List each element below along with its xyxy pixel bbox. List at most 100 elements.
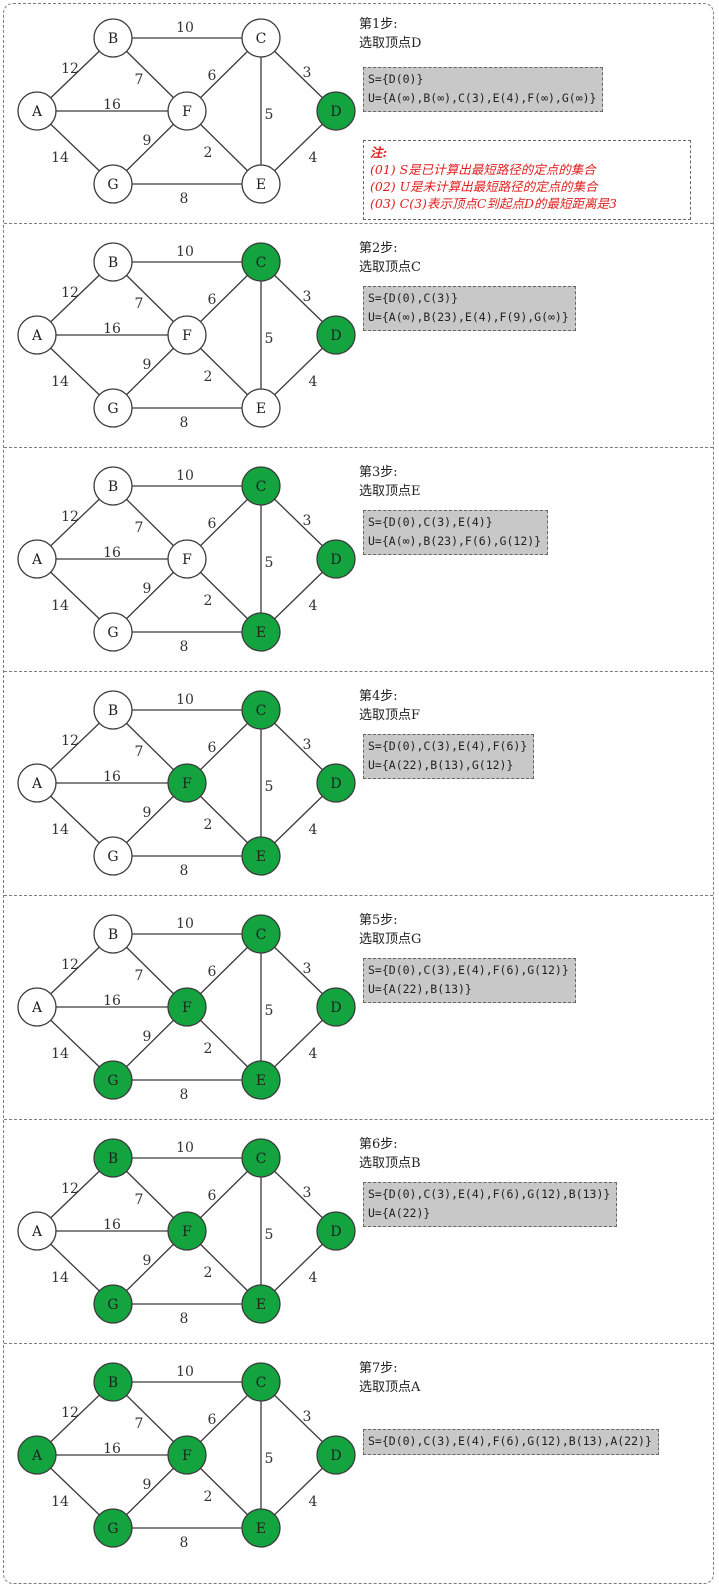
- node-circle-D: [316, 1211, 356, 1251]
- node-B: B: [93, 466, 133, 506]
- node-label-D: D: [330, 1000, 341, 1016]
- step-action: 选取顶点A: [359, 1380, 421, 1395]
- edge-weight-G-E: 8: [180, 1087, 189, 1103]
- edge-weight-B-C: 10: [176, 1364, 194, 1380]
- node-C-selected: C: [241, 466, 281, 506]
- node-circle-E: [241, 1060, 281, 1100]
- node-A: A: [17, 987, 57, 1027]
- node-label-C: C: [256, 31, 267, 47]
- edge-weight-A-B: 12: [61, 509, 79, 525]
- node-circle-C: [241, 466, 281, 506]
- node-label-B: B: [108, 479, 118, 495]
- edge-weight-B-C: 10: [176, 244, 194, 260]
- node-label-C: C: [256, 479, 267, 495]
- edge-weight-A-G: 14: [51, 1270, 69, 1286]
- edge-weight-F-E: 2: [204, 145, 213, 161]
- step-number: 第2步:: [359, 241, 398, 256]
- node-label-G: G: [107, 1073, 118, 1089]
- edge-weight-C-E: 5: [265, 331, 274, 347]
- node-label-B: B: [108, 703, 118, 719]
- node-C: C: [241, 18, 281, 58]
- edge-weight-G-E: 8: [180, 639, 189, 655]
- edge-weight-C-F: 6: [208, 740, 217, 756]
- node-label-D: D: [330, 552, 341, 568]
- edge-weight-A-F: 16: [103, 321, 121, 337]
- figure-frame: [3, 3, 714, 1584]
- edge-weight-B-F: 7: [135, 296, 144, 312]
- node-circle-A: [17, 1435, 57, 1475]
- node-label-G: G: [107, 1297, 118, 1313]
- node-E: E: [241, 164, 281, 204]
- edge-weight-C-F: 6: [208, 292, 217, 308]
- edge-weight-C-D: 3: [303, 1185, 312, 1201]
- node-circle-B: [93, 1362, 133, 1402]
- step-title: 第5步: 选取顶点G: [359, 911, 421, 949]
- node-label-F: F: [182, 552, 192, 568]
- node-circle-A: [17, 1211, 57, 1251]
- edge-weight-B-F: 7: [135, 72, 144, 88]
- edge-weight-C-D: 3: [303, 513, 312, 529]
- edge-weight-A-G: 14: [51, 1046, 69, 1062]
- step-separator: [4, 895, 713, 896]
- s-set: S={D(0),C(3),E(4),F(6)}: [368, 739, 528, 753]
- step-action: 选取顶点D: [359, 36, 422, 51]
- edge-weight-F-E: 2: [204, 817, 213, 833]
- edge-weight-A-B: 12: [61, 285, 79, 301]
- node-circle-E: [241, 388, 281, 428]
- node-circle-G: [93, 164, 133, 204]
- node-circle-G: [93, 836, 133, 876]
- node-B: B: [93, 242, 133, 282]
- edge-weight-F-E: 2: [204, 1489, 213, 1505]
- edge-weight-B-C: 10: [176, 468, 194, 484]
- node-E: E: [241, 388, 281, 428]
- node-circle-G: [93, 1284, 133, 1324]
- node-F-selected: F: [167, 763, 207, 803]
- edge-weight-B-C: 10: [176, 20, 194, 36]
- step-number: 第1步:: [359, 17, 398, 32]
- node-circle-D: [316, 539, 356, 579]
- node-label-B: B: [108, 1375, 118, 1391]
- node-label-C: C: [256, 1375, 267, 1391]
- node-circle-B: [93, 466, 133, 506]
- node-circle-E: [241, 612, 281, 652]
- step-title: 第1步: 选取顶点D: [359, 15, 421, 53]
- set-box: S={D(0),C(3),E(4),F(6),G(12)} U={A(22),B…: [363, 958, 576, 1003]
- node-D-selected: D: [316, 539, 356, 579]
- s-set: S={D(0),C(3),E(4)}: [368, 515, 493, 529]
- node-circle-F: [167, 539, 207, 579]
- s-set: S={D(0),C(3),E(4),F(6),G(12),B(13),A(22)…: [368, 1434, 652, 1448]
- node-D-selected: D: [316, 1435, 356, 1475]
- node-label-C: C: [256, 1151, 267, 1167]
- node-label-A: A: [31, 328, 43, 344]
- node-circle-E: [241, 1284, 281, 1324]
- step-action: 选取顶点E: [359, 484, 421, 499]
- node-circle-C: [241, 690, 281, 730]
- node-label-B: B: [108, 255, 118, 271]
- node-circle-D: [316, 91, 356, 131]
- node-F: F: [167, 315, 207, 355]
- node-label-F: F: [182, 1000, 192, 1016]
- edge-weight-F-G: 9: [143, 1477, 152, 1493]
- edge-weight-G-E: 8: [180, 191, 189, 207]
- edge-weight-C-E: 5: [265, 779, 274, 795]
- edge-weight-F-G: 9: [143, 1253, 152, 1269]
- node-label-A: A: [31, 104, 43, 120]
- node-circle-D: [316, 763, 356, 803]
- step-separator: [4, 1119, 713, 1120]
- edge-weight-G-E: 8: [180, 1535, 189, 1551]
- step-separator: [4, 447, 713, 448]
- node-circle-G: [93, 1060, 133, 1100]
- edge-weight-A-G: 14: [51, 1494, 69, 1510]
- edge-weight-A-F: 16: [103, 545, 121, 561]
